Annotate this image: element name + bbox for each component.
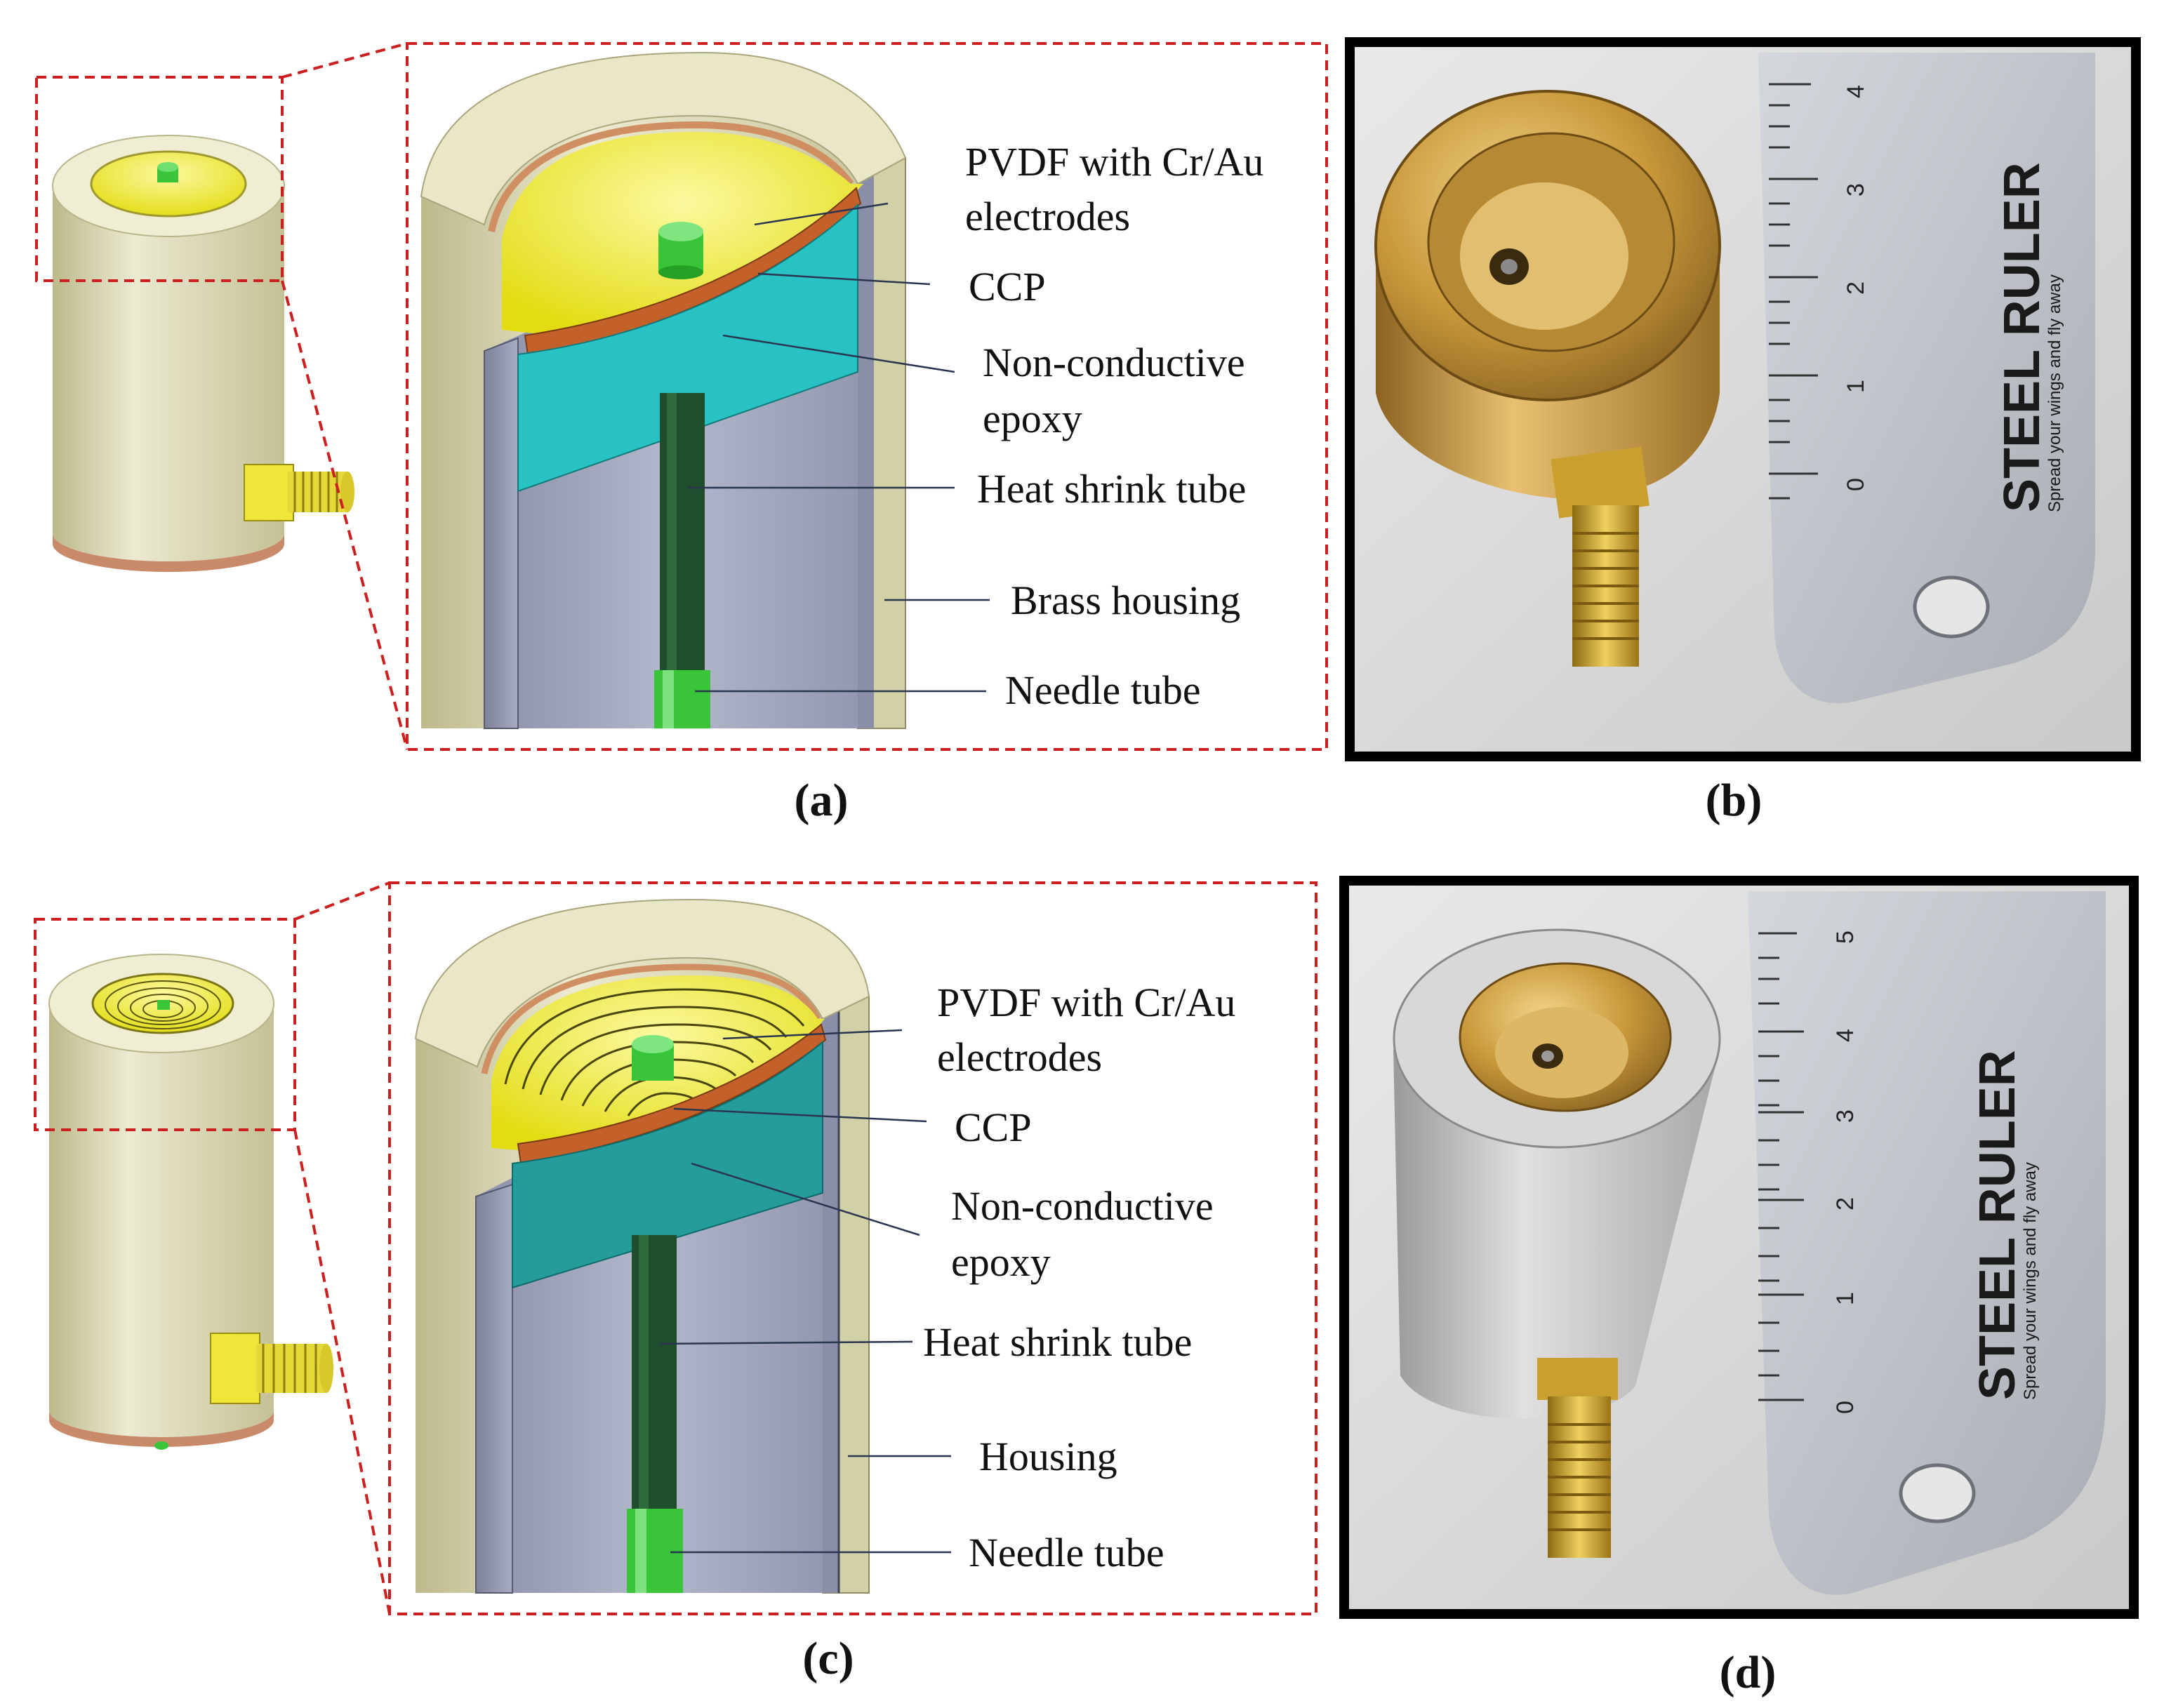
panel-b: 0 1 2 3 4 STEEL RULER Spread your wings … [1345, 37, 2141, 826]
label-shrink-c: Heat shrink tube [923, 1319, 1192, 1365]
panel-d: 0 1 2 3 4 5 STEEL RULER Spread your wing… [1339, 876, 2139, 1698]
label-epoxy-c: Non-conductive [951, 1183, 1214, 1229]
sensor-c-small [48, 954, 333, 1450]
connector-icon [244, 464, 294, 521]
callout-box-large-c [388, 881, 1317, 1615]
caption-d: (d) [1720, 1647, 1777, 1698]
label-needle-a: Needle tube [1005, 667, 1201, 713]
label-pvdf-c-2: electrodes [937, 1034, 1102, 1080]
panel-a: PVDF with Cr/Au electrodes CCP Non-condu… [35, 42, 1328, 826]
ruler-number: 1 [1843, 380, 1869, 393]
ruler-number: 2 [1843, 281, 1869, 295]
ruler-slogan: Spread your wings and fly away [2021, 1162, 2040, 1400]
ruler-number: 3 [1843, 183, 1869, 196]
ruler-number: 0 [1843, 478, 1869, 491]
label-epoxy-a: Non-conductive [983, 340, 1245, 385]
label-epoxy-a-2: epoxy [983, 396, 1082, 441]
ruler-number: 4 [1832, 1029, 1859, 1042]
label-shrink-a: Heat shrink tube [977, 466, 1246, 512]
ruler-d: 0 1 2 3 4 5 STEEL RULER Spread your wing… [1748, 891, 2106, 1595]
ruler-number: 0 [1832, 1401, 1859, 1414]
connector-icon [210, 1333, 260, 1404]
caption-c: (c) [802, 1633, 854, 1684]
aluminum-sensor-photo [1393, 928, 1721, 1558]
ruler-title: STEEL RULER [1994, 162, 2050, 512]
callout-connector [281, 280, 409, 750]
label-pvdf-c: PVDF with Cr/Au [937, 980, 1235, 1025]
ruler-slogan: Spread your wings and fly away [2045, 274, 2064, 512]
brass-sensor-photo [1374, 90, 1721, 667]
cross-section-a [420, 51, 907, 729]
callout-box-small-a [35, 76, 284, 282]
caption-a: (a) [795, 775, 849, 826]
callout-connector [281, 42, 408, 79]
label-ccp-c: CCP [955, 1105, 1032, 1150]
cross-section-c [414, 898, 870, 1594]
label-pvdf-a-2: electrodes [965, 194, 1130, 239]
caption-b: (b) [1706, 775, 1763, 826]
ruler-number: 2 [1832, 1197, 1859, 1210]
callout-box-small-c [34, 918, 296, 1131]
label-ccp-a: CCP [969, 264, 1046, 309]
label-epoxy-c-2: epoxy [951, 1239, 1051, 1285]
label-pvdf-a: PVDF with Cr/Au [965, 139, 1263, 185]
callout-connector [293, 1129, 391, 1615]
label-housing-c: Housing [979, 1434, 1117, 1479]
ruler-number: 3 [1832, 1109, 1859, 1123]
label-housing-a: Brass housing [1011, 578, 1240, 623]
callout-box-large-a [406, 42, 1328, 751]
ruler-title: STEEL RULER [1970, 1050, 2026, 1400]
panel-c: PVDF with Cr/Au electrodes CCP Non-condu… [34, 881, 1317, 1684]
ruler-b: 0 1 2 3 4 STEEL RULER Spread your wings … [1758, 53, 2095, 704]
label-needle-c: Needle tube [969, 1530, 1164, 1575]
ruler-number: 5 [1832, 930, 1859, 944]
callout-connector [294, 881, 390, 921]
ruler-number: 4 [1843, 85, 1869, 98]
ruler-number: 1 [1832, 1292, 1859, 1305]
sensor-a-small [52, 135, 354, 572]
